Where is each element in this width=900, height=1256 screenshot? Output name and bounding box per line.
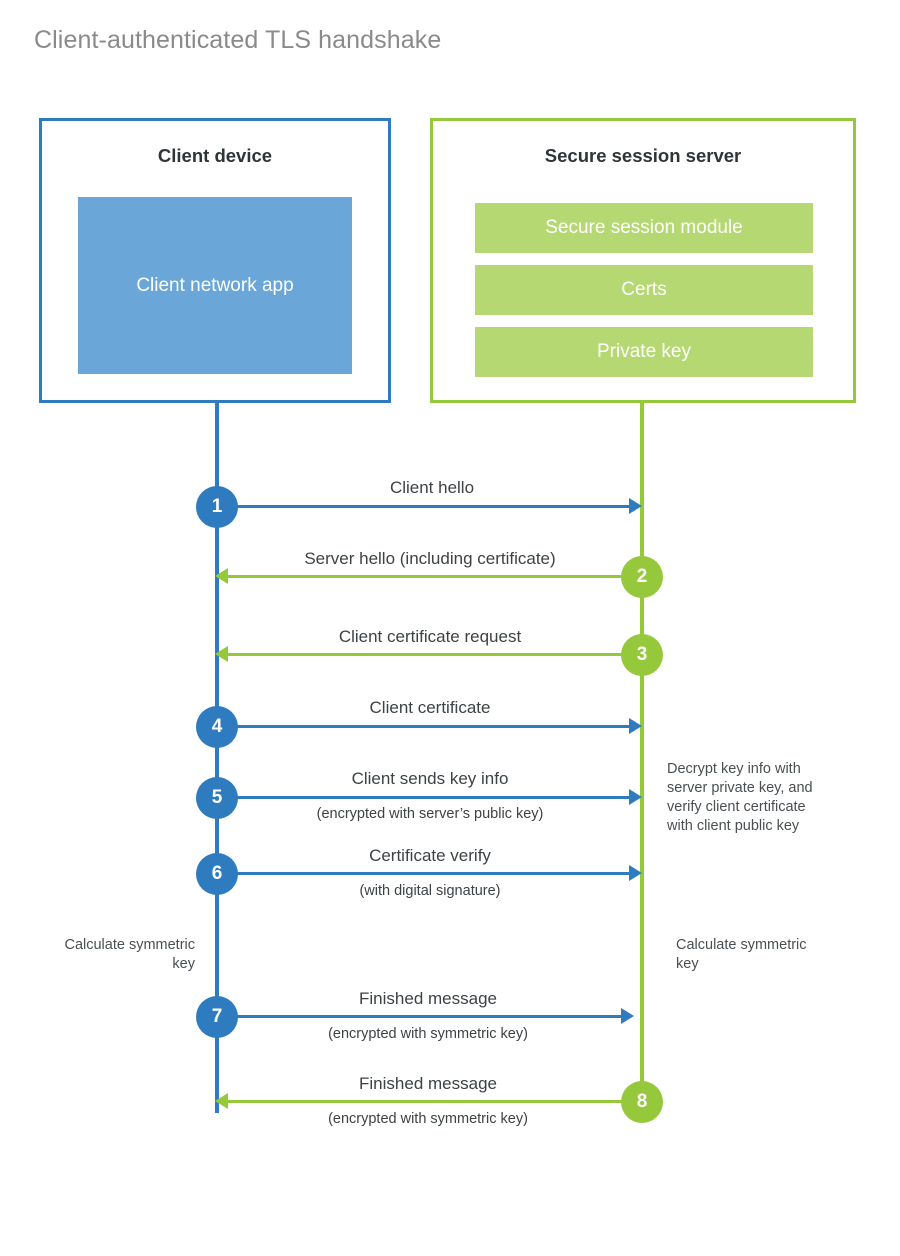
secure-session-server-title: Secure session server — [544, 145, 742, 166]
arrow-head-step-1 — [629, 498, 642, 514]
message-sublabel-step-7: (encrypted with symmetric key) — [328, 1026, 528, 1042]
message-sublabel-step-5: (encrypted with server’s public key) — [316, 806, 544, 822]
arrow-line-step-1 — [217, 505, 629, 508]
arrow-head-step-6 — [629, 865, 642, 881]
arrow-line-step-2 — [226, 575, 642, 578]
secure-session-server-box: Secure session server Secure session mod… — [430, 118, 856, 403]
arrow-head-step-3 — [215, 646, 228, 662]
note-server-calculate-symmetric-key: Calculate symmetric key — [676, 937, 807, 972]
message-label-step-6: Certificate verify — [369, 846, 491, 865]
message-label-step-7: Finished message — [359, 989, 497, 1008]
server-lifeline — [640, 401, 644, 1107]
message-label-step-1: Client hello — [389, 478, 475, 497]
step-badge-1: 1 — [196, 486, 238, 528]
server-block-secure-session-module: Secure session module — [475, 203, 813, 253]
arrow-line-step-5 — [217, 796, 629, 799]
message-label-step-4: Client certificate — [369, 698, 491, 717]
arrow-head-step-2 — [215, 568, 228, 584]
client-device-box: Client device Client network app — [39, 118, 391, 403]
client-network-app-block: Client network app — [78, 197, 352, 374]
note-client-calculate-symmetric-key: Calculate symmetric key — [64, 937, 195, 972]
arrow-line-step-6 — [217, 872, 629, 875]
arrow-line-step-8 — [226, 1100, 642, 1103]
client-lifeline — [215, 401, 219, 1113]
arrow-head-step-5 — [629, 789, 642, 805]
note-server-decrypt: Decrypt key info with server private key… — [667, 761, 813, 834]
step-badge-3: 3 — [621, 634, 663, 676]
page-title: Client-authenticated TLS handshake — [34, 26, 442, 54]
message-label-step-3: Client certificate request — [338, 627, 522, 646]
arrow-line-step-3 — [226, 653, 642, 656]
step-badge-5: 5 — [196, 777, 238, 819]
message-label-step-2: Server hello (including certificate) — [304, 549, 556, 568]
arrow-head-step-4 — [629, 718, 642, 734]
message-label-step-8: Finished message — [359, 1074, 497, 1093]
step-badge-8: 8 — [621, 1081, 663, 1123]
message-sublabel-step-6: (with digital signature) — [359, 883, 501, 899]
step-badge-6: 6 — [196, 853, 238, 895]
client-device-title: Client device — [157, 145, 273, 166]
arrow-line-step-7 — [217, 1015, 621, 1018]
server-block-certs: Certs — [475, 265, 813, 315]
step-badge-4: 4 — [196, 706, 238, 748]
arrow-head-step-7 — [621, 1008, 634, 1024]
arrow-line-step-4 — [217, 725, 629, 728]
message-sublabel-step-8: (encrypted with symmetric key) — [328, 1111, 528, 1127]
step-badge-2: 2 — [621, 556, 663, 598]
arrow-head-step-8 — [215, 1093, 228, 1109]
server-block-private-key: Private key — [475, 327, 813, 377]
step-badge-7: 7 — [196, 996, 238, 1038]
message-label-step-5: Client sends key info — [351, 769, 509, 788]
